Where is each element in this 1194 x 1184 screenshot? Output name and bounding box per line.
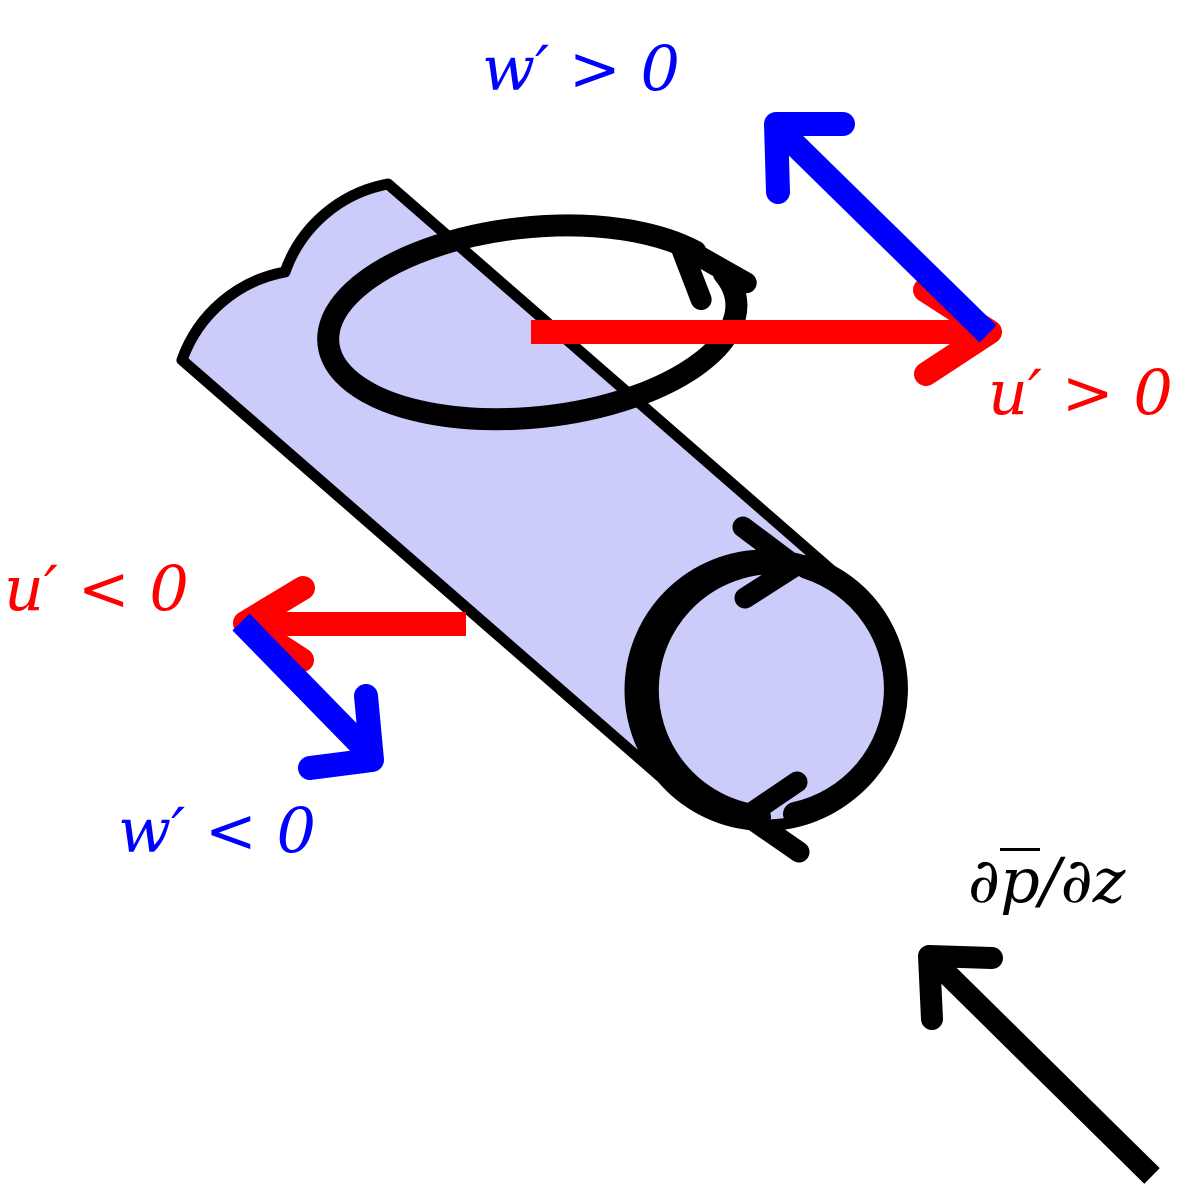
rotation-arrow-ellipse [317,214,757,431]
pressure-gradient-denominator: /∂z [1039,844,1126,917]
w-positive-vector-shaft [773,123,997,343]
label-u-negative: u′ < 0 [4,552,189,625]
label-w-positive: w′ > 0 [482,32,680,105]
rotation-arrow-circle-head-bottom [736,771,810,863]
w-negative-vector [232,613,384,780]
label-pressure-gradient: ∂p/∂z [968,848,1125,912]
rotation-arrow-ellipse-head [669,234,757,311]
rotation-arrow-ellipse-path [317,214,748,431]
label-w-negative: w′ < 0 [118,794,316,867]
rotation-arrow-circle-head-top [732,516,806,609]
rotation-arrow-circle [634,516,908,863]
pressure-gradient-vector [918,945,1160,1184]
pressure-gradient-p-bar: p [1000,844,1040,917]
w-negative-vector-shaft [232,613,375,759]
w-positive-vector [764,112,997,343]
rotation-arrow-circle-arc-left [634,549,789,829]
pressure-gradient-vector-shaft [927,954,1160,1184]
w-negative-vector-head [298,684,384,780]
w-positive-vector-head [764,112,855,204]
rotation-arrow-circle-arc-right [783,555,908,826]
label-u-positive: u′ > 0 [988,356,1173,429]
pressure-gradient-vector-head [918,945,1003,1030]
pressure-gradient-partial: ∂ [968,844,1001,917]
